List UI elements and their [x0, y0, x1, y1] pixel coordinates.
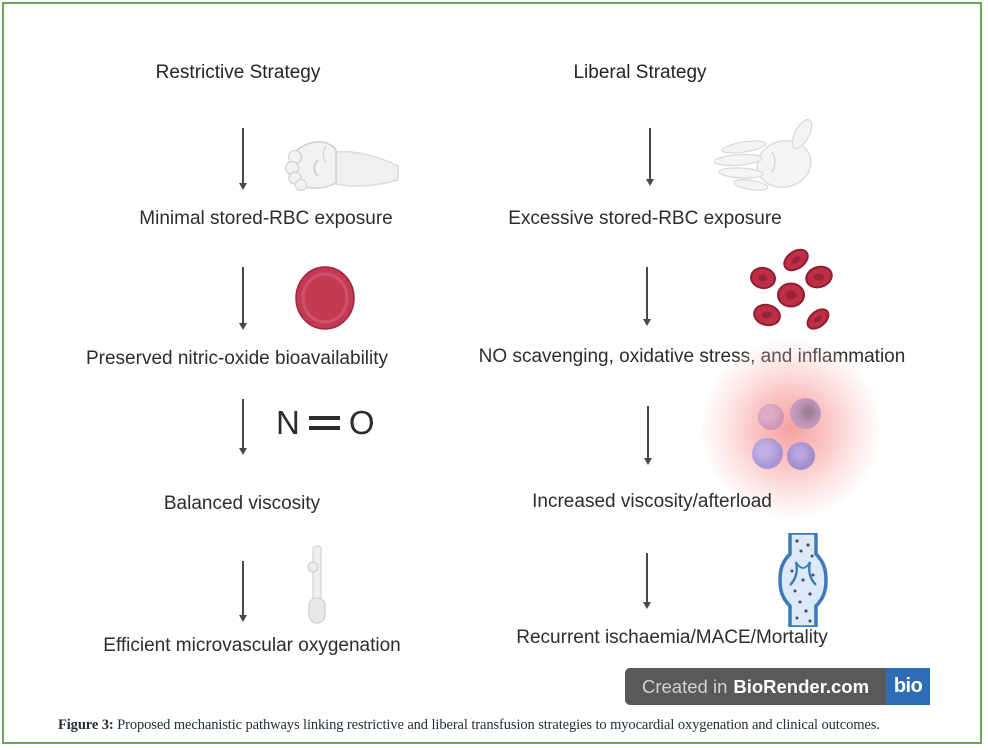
restrictive-step-4-label: Efficient microvascular oxygenation	[103, 635, 401, 656]
arrow-head-icon	[643, 602, 651, 609]
restrictive-step-1-label: Minimal stored-RBC exposure	[139, 208, 393, 229]
liberal-step-1-label: Excessive stored-RBC exposure	[508, 208, 782, 229]
liberal-arrow-4	[642, 553, 652, 609]
badge-created-in-text: Created in	[642, 675, 728, 697]
clenched-fist-icon	[282, 124, 400, 196]
inflammatory-cell	[752, 438, 783, 469]
arrow-stem	[242, 128, 244, 183]
restrictive-step-2-label: Preserved nitric-oxide bioavailability	[85, 348, 389, 369]
nitric-oxide-molecule-icon: N O	[276, 404, 375, 442]
restrictive-step-3-label: Balanced viscosity	[163, 493, 321, 514]
arrow-stem	[646, 267, 648, 319]
restrictive-arrow-1	[238, 128, 248, 190]
stenosed-blood-vessel-icon	[777, 531, 829, 629]
biorender-logo-text: bio	[893, 675, 923, 697]
inflammatory-cell	[758, 404, 784, 430]
arrow-stem	[242, 561, 244, 615]
restrictive-arrow-4	[238, 561, 248, 622]
liberal-strategy-title: Liberal Strategy	[573, 62, 707, 83]
arrow-head-icon	[239, 323, 247, 330]
arrow-stem	[242, 399, 244, 448]
liberal-step-3-label: Increased viscosity/afterload	[532, 491, 772, 512]
red-blood-cell-cluster-icon	[746, 247, 834, 335]
biorender-logo: bio	[886, 668, 931, 705]
inflammatory-cell	[787, 442, 815, 470]
arrow-stem	[647, 406, 649, 458]
arrow-head-icon	[644, 458, 652, 465]
arrow-stem	[646, 553, 648, 602]
liberal-step-4-label: Recurrent ischaemia/MACE/Mortality	[516, 627, 828, 648]
figure-caption: Figure 3: Proposed mechanistic pathways …	[58, 717, 880, 734]
arrow-head-icon	[643, 319, 651, 326]
restrictive-arrow-3	[238, 399, 248, 455]
biorender-credit: Created in BioRender.com	[625, 668, 887, 705]
arrow-head-icon	[239, 183, 247, 190]
inflammatory-cell	[790, 398, 821, 429]
liberal-arrow-1	[645, 128, 655, 186]
arrow-head-icon	[239, 448, 247, 455]
oxygen-symbol: O	[348, 404, 375, 441]
figure-caption-label: Figure 3:	[58, 717, 114, 733]
liberal-arrow-2	[642, 267, 652, 326]
figure-caption-text: Proposed mechanistic pathways linking re…	[117, 717, 880, 733]
inflammation-glow-icon	[702, 340, 880, 518]
biorender-badge: Created in BioRender.com bio	[625, 668, 931, 705]
arrow-stem	[649, 128, 651, 179]
arrow-head-icon	[239, 615, 247, 622]
red-blood-cell-icon	[294, 264, 356, 332]
restrictive-strategy-title: Restrictive Strategy	[155, 62, 321, 83]
capillary-tube-icon	[304, 544, 328, 626]
arrow-stem	[242, 267, 244, 323]
liberal-arrow-3	[643, 406, 653, 465]
double-bond-icon	[308, 416, 340, 430]
badge-brand-text: BioRender.com	[733, 675, 870, 697]
arrow-head-icon	[646, 179, 654, 186]
restrictive-arrow-2	[238, 267, 248, 330]
nitrogen-symbol: N	[276, 404, 300, 441]
open-hand-icon	[713, 118, 822, 196]
